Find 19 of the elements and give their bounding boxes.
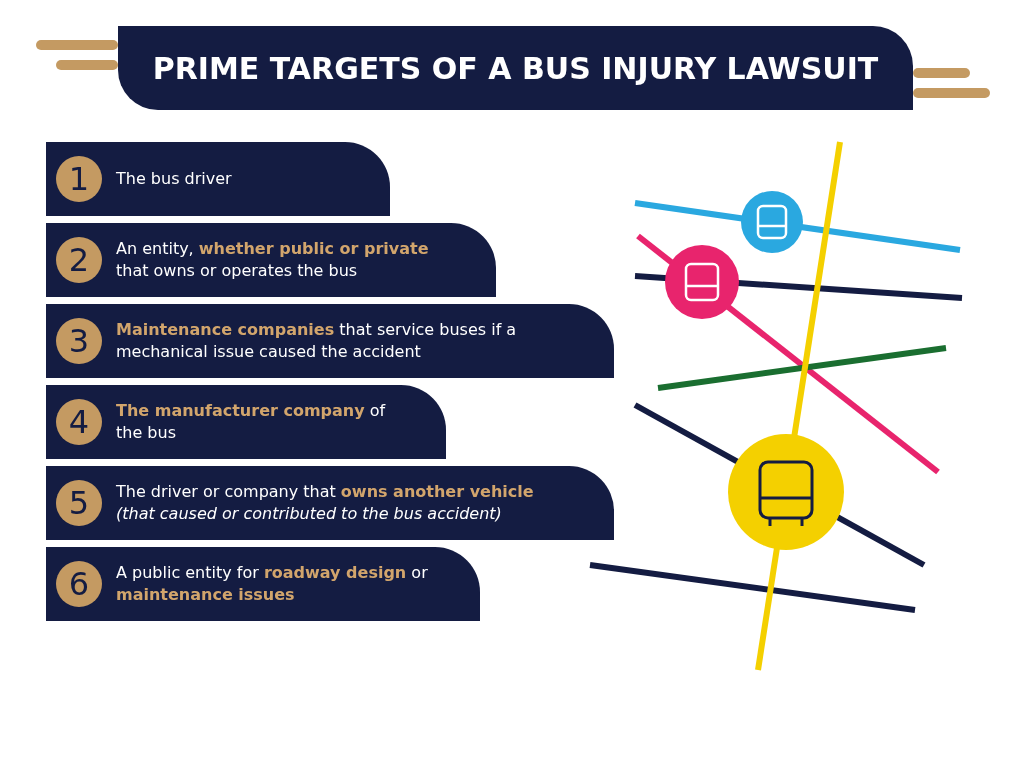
- item-text: Maintenance companies that service buses if a mechanical issue caused the accident: [116, 319, 518, 363]
- list-item-bar: [46, 304, 614, 378]
- list-item-bar: [46, 466, 614, 540]
- number-badge: 6: [56, 561, 102, 607]
- number-badge: 3: [56, 318, 102, 364]
- item-text: The driver or company that owns another vehicle (that caused or contributed to the bus accident): [116, 481, 535, 525]
- item-text: A public entity for roadway design or maintenance issues: [116, 562, 429, 606]
- title-banner: PRIME TARGETS OF A BUS INJURY LAWSUIT: [118, 26, 913, 110]
- item-text: An entity, whether public or private that owns or operates the bus: [116, 238, 430, 282]
- number-badge: 2: [56, 237, 102, 283]
- number-badge: 4: [56, 399, 102, 445]
- item-text: The bus driver: [116, 168, 232, 190]
- list-item-bar: [46, 142, 390, 216]
- item-text: The manufacturer company of the bus: [116, 400, 387, 444]
- number-badge: 1: [56, 156, 102, 202]
- list-item-bar: [46, 385, 446, 459]
- list-item-bar: [46, 547, 480, 621]
- list-item-bar: [46, 223, 496, 297]
- number-badge: 5: [56, 480, 102, 526]
